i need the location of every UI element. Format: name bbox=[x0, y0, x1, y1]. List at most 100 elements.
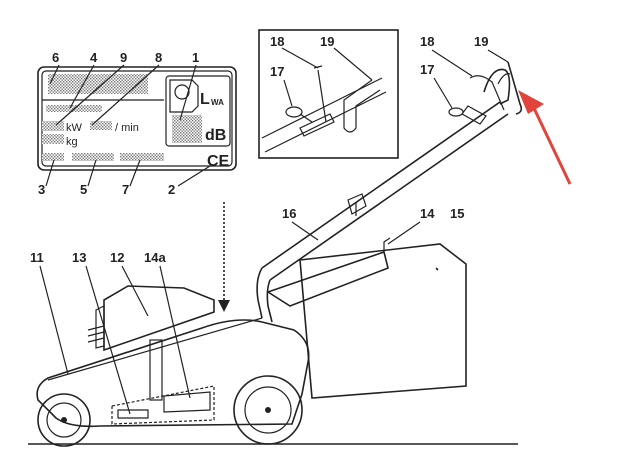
brake-bail bbox=[507, 61, 523, 115]
blade-segment-right bbox=[163, 391, 211, 413]
handle-lower-bend-a bbox=[256, 267, 263, 319]
leader-16 bbox=[291, 221, 319, 241]
leader-17 bbox=[433, 77, 453, 109]
leader-1 bbox=[179, 64, 197, 121]
rating-label-plate: kW / min kg L WA dB CE bbox=[37, 66, 237, 171]
field-5 bbox=[72, 153, 114, 161]
rear-wheel-hub bbox=[265, 407, 271, 413]
cutting-blade bbox=[111, 385, 215, 425]
field-6 bbox=[48, 74, 148, 94]
callout-17: 17 bbox=[420, 62, 434, 77]
callout-8: 8 bbox=[155, 50, 162, 65]
front-wheel-tire bbox=[37, 393, 91, 447]
red-arrow-shaft bbox=[530, 103, 572, 185]
leader-11 bbox=[39, 265, 69, 375]
label-location-arrow bbox=[218, 202, 230, 312]
bag-handle bbox=[383, 237, 391, 252]
engine-fins-1 bbox=[87, 325, 105, 331]
handle-grip bbox=[483, 68, 511, 105]
handle-detail-inset: 18 19 17 bbox=[258, 29, 399, 159]
per-min-unit: / min bbox=[115, 122, 139, 134]
lwa-label: L bbox=[200, 91, 210, 108]
callout-14: 14 bbox=[420, 206, 435, 221]
callout-2: 2 bbox=[168, 182, 175, 197]
callout-17-inset: 17 bbox=[270, 64, 284, 79]
inset-frame bbox=[258, 29, 399, 159]
db-label: dB bbox=[205, 127, 226, 144]
leader-13 bbox=[85, 265, 131, 415]
inset-brake-loop bbox=[343, 79, 381, 133]
ce-mark: CE bbox=[207, 153, 230, 170]
leader-17-inset bbox=[283, 79, 293, 107]
field-7 bbox=[120, 153, 164, 161]
callout-18-inset: 18 bbox=[270, 34, 284, 49]
callout-3: 3 bbox=[38, 182, 45, 197]
callout-19-inset: 19 bbox=[320, 34, 334, 49]
callout-15: 15 bbox=[450, 206, 464, 221]
handle-tube-lower bbox=[269, 113, 509, 281]
grass-bag bbox=[299, 243, 467, 399]
leader-19 bbox=[487, 49, 509, 63]
engine-fins-2 bbox=[87, 331, 105, 337]
inset-handle-upper bbox=[261, 77, 383, 139]
blade-segment-left bbox=[117, 409, 149, 419]
handle-knob bbox=[448, 107, 464, 117]
front-wheel bbox=[37, 393, 91, 447]
engine-recoil bbox=[95, 305, 105, 349]
leader-18-inset bbox=[281, 47, 319, 69]
inset-lever-tip bbox=[313, 65, 323, 69]
callout-7: 7 bbox=[122, 182, 129, 197]
handle-tube-upper bbox=[261, 101, 501, 269]
leader-14a bbox=[159, 265, 191, 399]
label-plate-inner-border bbox=[41, 70, 233, 167]
callout-5: 5 bbox=[80, 182, 87, 197]
field-weight-value bbox=[42, 134, 64, 144]
inset-lever-18 bbox=[317, 69, 327, 123]
callout-18: 18 bbox=[420, 34, 434, 49]
engine-shaft bbox=[149, 339, 163, 401]
engine-housing bbox=[103, 285, 215, 352]
leader-19-inset bbox=[333, 47, 373, 81]
callout-1: 1 bbox=[192, 50, 199, 65]
kw-unit: kW bbox=[66, 122, 83, 134]
label-plate-border bbox=[37, 66, 237, 171]
deck-top-edge bbox=[47, 317, 263, 381]
callout-12: 12 bbox=[110, 250, 124, 265]
mower-callouts: 11 13 12 14a 16 14 15 18 19 17 bbox=[30, 34, 509, 415]
bag-marker bbox=[435, 267, 439, 271]
callout-16: 16 bbox=[282, 206, 296, 221]
leader-14 bbox=[387, 221, 421, 245]
rear-wheel bbox=[233, 375, 303, 445]
callout-11: 11 bbox=[30, 250, 44, 265]
callout-9: 9 bbox=[120, 50, 127, 65]
red-arrow-head bbox=[518, 90, 544, 114]
handle-grip-inner bbox=[497, 73, 511, 85]
handle-clamp bbox=[461, 105, 487, 125]
inset-knob-stem bbox=[299, 113, 313, 123]
inset-knob bbox=[285, 106, 303, 118]
rear-wheel-rim bbox=[244, 386, 292, 434]
kg-unit: kg bbox=[66, 136, 78, 148]
callout-19: 19 bbox=[474, 34, 488, 49]
leader-18 bbox=[431, 49, 473, 77]
red-pointer-arrow bbox=[518, 90, 572, 185]
presence-lever bbox=[469, 75, 505, 111]
leader-2 bbox=[177, 165, 211, 187]
inset-clamp bbox=[299, 113, 335, 137]
engine-fins-3 bbox=[87, 337, 105, 343]
front-wheel-rim bbox=[46, 402, 82, 438]
leader-4 bbox=[69, 64, 95, 109]
field-rpm-value bbox=[90, 121, 112, 130]
lwa-subscript: WA bbox=[211, 98, 224, 107]
ear-icon bbox=[174, 84, 190, 100]
callout-6: 6 bbox=[52, 50, 59, 65]
leader-9 bbox=[55, 64, 125, 126]
leader-12 bbox=[121, 265, 149, 317]
label-plate-callouts: 6 4 9 8 1 3 5 7 2 bbox=[38, 50, 211, 197]
handle-wing-nut bbox=[347, 193, 367, 215]
rear-wheel-tire bbox=[233, 375, 303, 445]
field-3 bbox=[42, 153, 64, 161]
leader-6 bbox=[49, 64, 60, 85]
